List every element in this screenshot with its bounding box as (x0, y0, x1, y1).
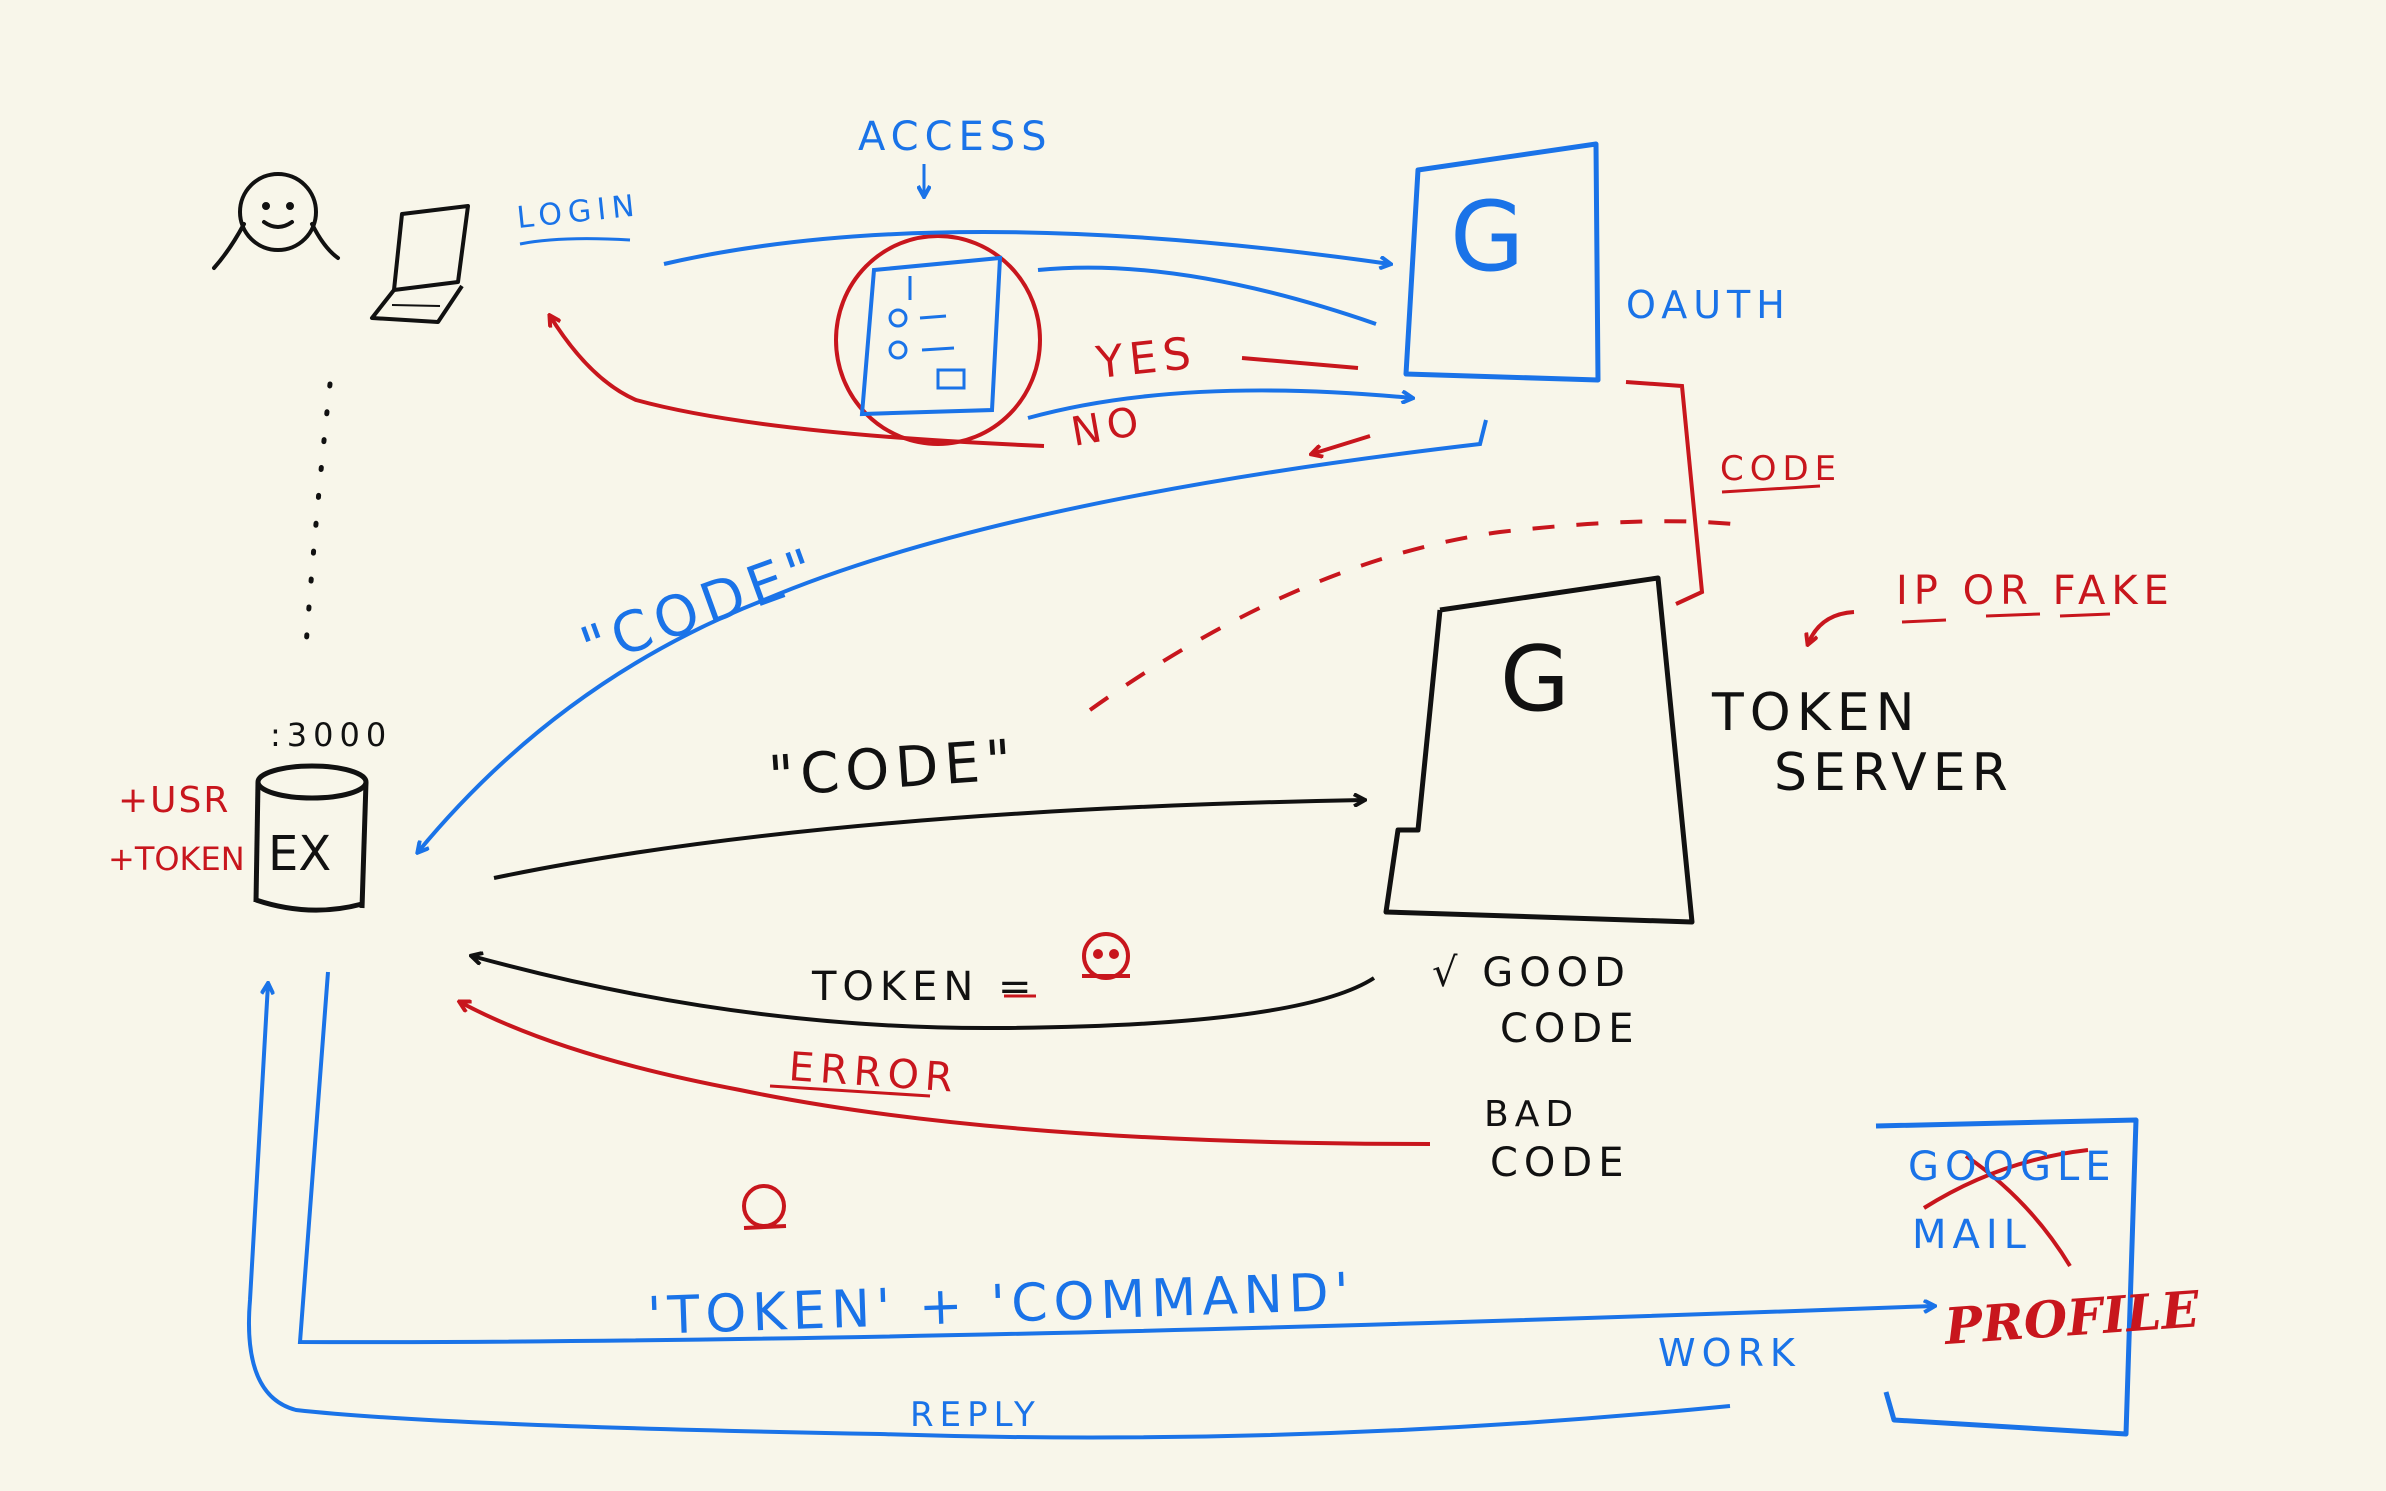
work-label: WORK (1658, 1331, 1801, 1375)
reply-label: REPLY (910, 1395, 1041, 1435)
error-underline (769, 1084, 931, 1098)
access-label: ACCESS (858, 114, 1053, 160)
user-figure (212, 172, 340, 270)
login-underline (519, 237, 631, 246)
arrow-no-to-oauth (1027, 388, 1412, 420)
express-server-cylinder (253, 763, 369, 913)
arrow-reply-to-express (247, 984, 1731, 1440)
yes-line (1241, 356, 1359, 370)
code-red-underline (1721, 484, 1821, 494)
user-token-label-line1: +USR (118, 780, 230, 821)
mail-label: MAIL (1912, 1212, 2032, 1258)
oauth-server-box (1403, 141, 1601, 383)
arrow-token-to-express (472, 956, 1376, 1031)
token-server-box (1383, 575, 1695, 925)
profile-resource-box (1875, 1117, 2139, 1437)
port-label: :3000 (270, 716, 392, 754)
arrow-code-to-express (418, 419, 1488, 852)
token-face-icon (1082, 932, 1130, 980)
ip-underline (1901, 612, 2111, 624)
arrow-error-to-express (460, 1002, 1431, 1146)
arrow-deny-back-to-laptop (550, 316, 1045, 448)
command-face-icon (742, 1184, 787, 1230)
consent-dialog (834, 234, 1042, 446)
arrow-code-to-token-server (493, 800, 1364, 880)
arrow-login-to-oauth (663, 230, 1390, 264)
token-server-label-line2: SERVER (1774, 743, 2014, 803)
ip-or-fake-label: IP OR FAKE (1896, 568, 2175, 614)
google-mail-crossout-icon (1922, 1148, 2089, 1268)
bad-code-label-line1: BAD (1484, 1094, 1579, 1135)
google-label: GOOGLE (1908, 1144, 2117, 1190)
good-code-label-line2: CODE (1500, 1006, 1640, 1052)
code-bracket (1625, 380, 1705, 606)
arrow-consent-to-oauth (1037, 265, 1377, 326)
express-label: EX (268, 826, 331, 882)
yes-label: YES (1093, 328, 1199, 389)
laptop-icon (370, 204, 470, 324)
dashed-trust-line (1088, 519, 1751, 712)
token-server-g: G (1500, 627, 1570, 732)
good-code-label-line1: √ GOOD (1432, 950, 1631, 996)
arrow-token-command-to-profile (297, 971, 1934, 1345)
small-red-arrow (1312, 434, 1371, 454)
small-red-arrow-ip (1808, 610, 1855, 644)
user-token-label-line2: +TOKEN (108, 840, 245, 878)
token-server-label-line1: TOKEN (1711, 683, 1921, 743)
code-red-label: CODE (1720, 449, 1842, 489)
oauth-server-g: G (1450, 181, 1524, 293)
dotted-line-user-to-server (302, 381, 333, 663)
bad-code-label-line2: CODE (1490, 1140, 1630, 1186)
token-eq-label: TOKEN = (811, 964, 1038, 1010)
oauth-label: OAUTH (1626, 283, 1791, 327)
